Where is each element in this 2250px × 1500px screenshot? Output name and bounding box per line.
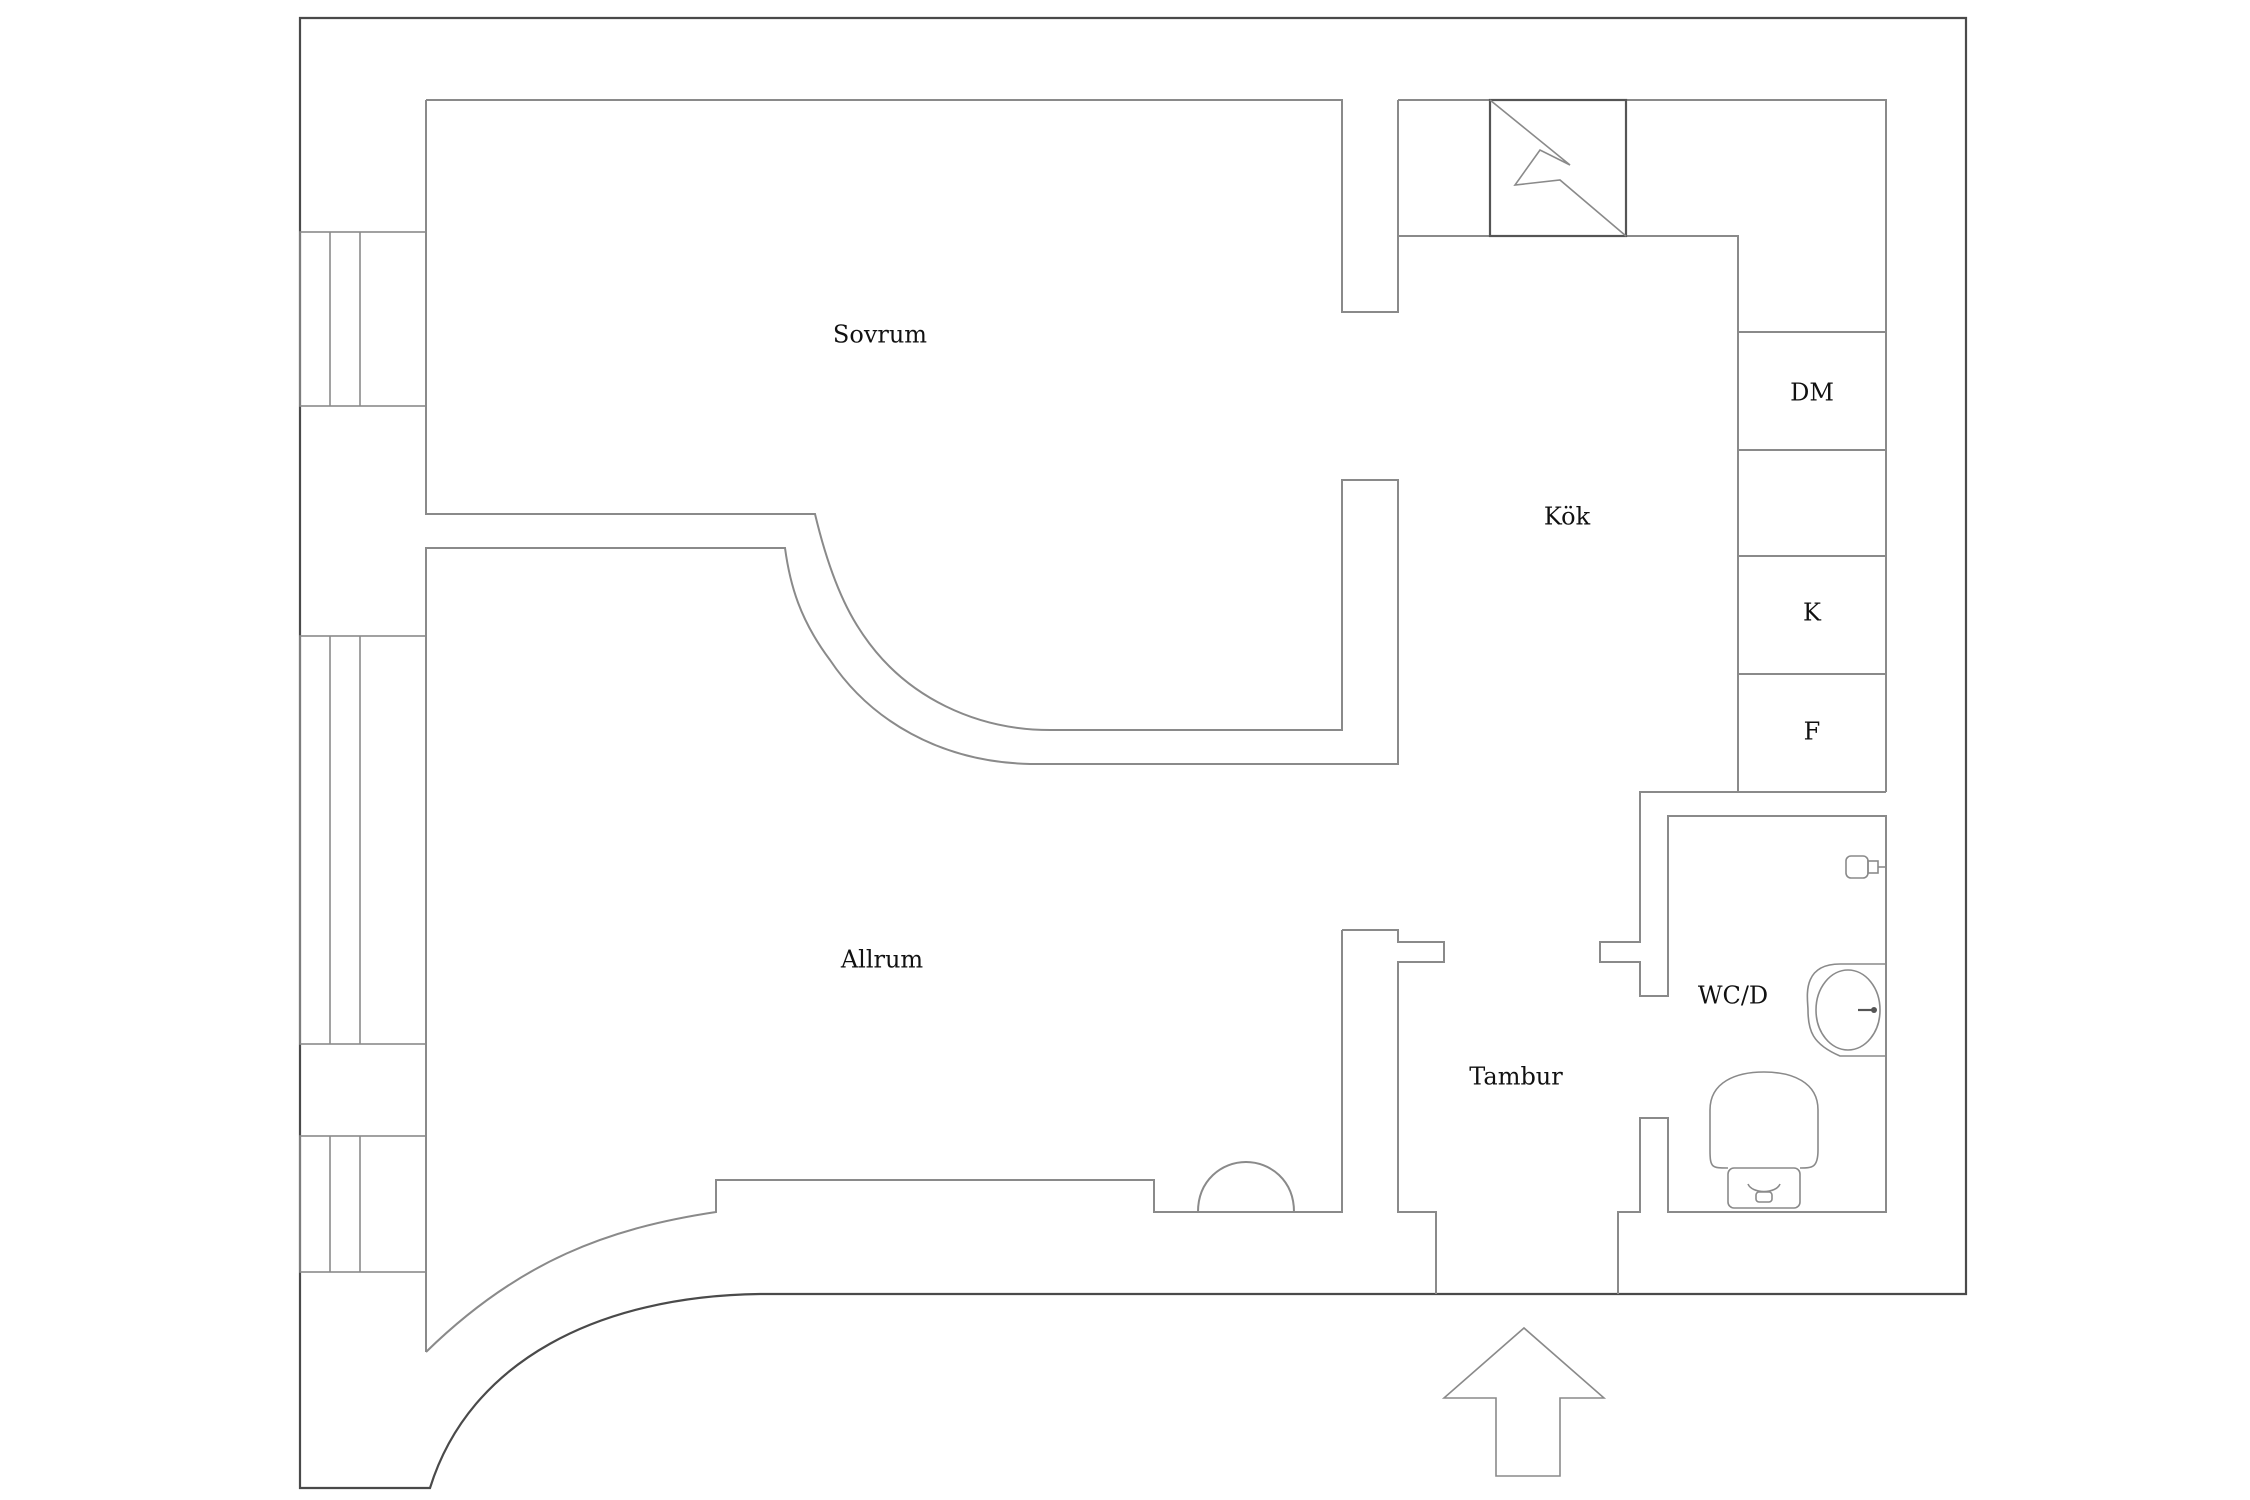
bedroom-wall-left [425,100,1399,1352]
entrance-arrow-icon [1441,1326,1607,1477]
room-label-allrum: Allrum [840,946,924,974]
window-bedroom [299,231,427,407]
sink-icon [1806,963,1887,1057]
room-label-wcd: WC/D [1698,982,1768,1010]
appliance-label-freezer: K [1803,599,1822,627]
living-bottom-wall [425,930,1343,1353]
window-living-1 [299,635,427,1045]
round-niche [1197,1160,1295,1213]
outer-wall [298,16,1968,1490]
living-hall-wall [1342,929,1445,1294]
room-label-tambur: Tambur [1469,1063,1563,1091]
kitchen-wall-top [1398,99,1887,792]
chimney-icon [1488,98,1628,238]
bathroom-wall [1599,791,1887,1294]
room-label-sovrum: Sovrum [833,321,927,349]
tap-icon [1845,855,1886,879]
room-label-kok: Kök [1544,503,1591,531]
toilet-icon [1709,1071,1819,1209]
bedroom-wall [426,99,1399,313]
appliance-column [1738,331,1886,793]
appliance-label-fridge: F [1804,718,1821,746]
window-living-2 [299,1135,427,1273]
kitchen-inner-wall [1398,235,1739,792]
appliance-label-dishwasher: DM [1790,379,1834,407]
